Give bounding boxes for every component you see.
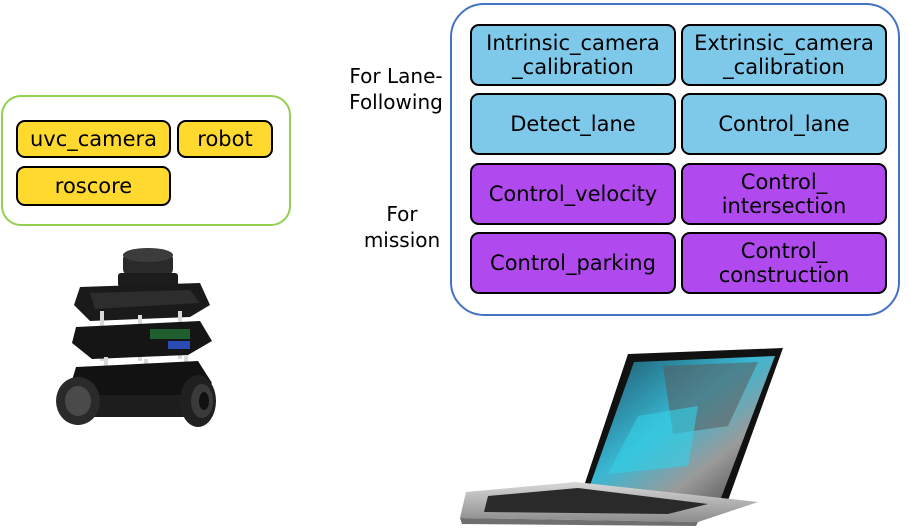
node-control-construction: Control_ construction <box>681 232 887 294</box>
robot-nodes-panel <box>1 95 291 226</box>
pc-nodes-panel <box>450 3 900 316</box>
turtlebot-robot-image <box>56 248 216 427</box>
label-lane-following: For Lane- Following <box>349 64 443 114</box>
node-intrinsic-camera-calibration: Intrinsic_camera _calibration <box>470 24 676 86</box>
node-robot: robot <box>177 120 273 158</box>
node-detect-lane: Detect_lane <box>470 93 676 155</box>
node-roscore: roscore <box>16 166 171 206</box>
laptop-image <box>460 348 783 526</box>
node-uvc-camera: uvc_camera <box>16 120 171 158</box>
node-control-parking: Control_parking <box>470 232 676 294</box>
node-control-intersection: Control_ intersection <box>681 163 887 225</box>
node-control-velocity: Control_velocity <box>470 163 676 225</box>
node-control-lane: Control_lane <box>681 93 887 155</box>
label-mission: For mission <box>363 202 441 252</box>
node-extrinsic-camera-calibration: Extrinsic_camera _calibration <box>681 24 887 86</box>
